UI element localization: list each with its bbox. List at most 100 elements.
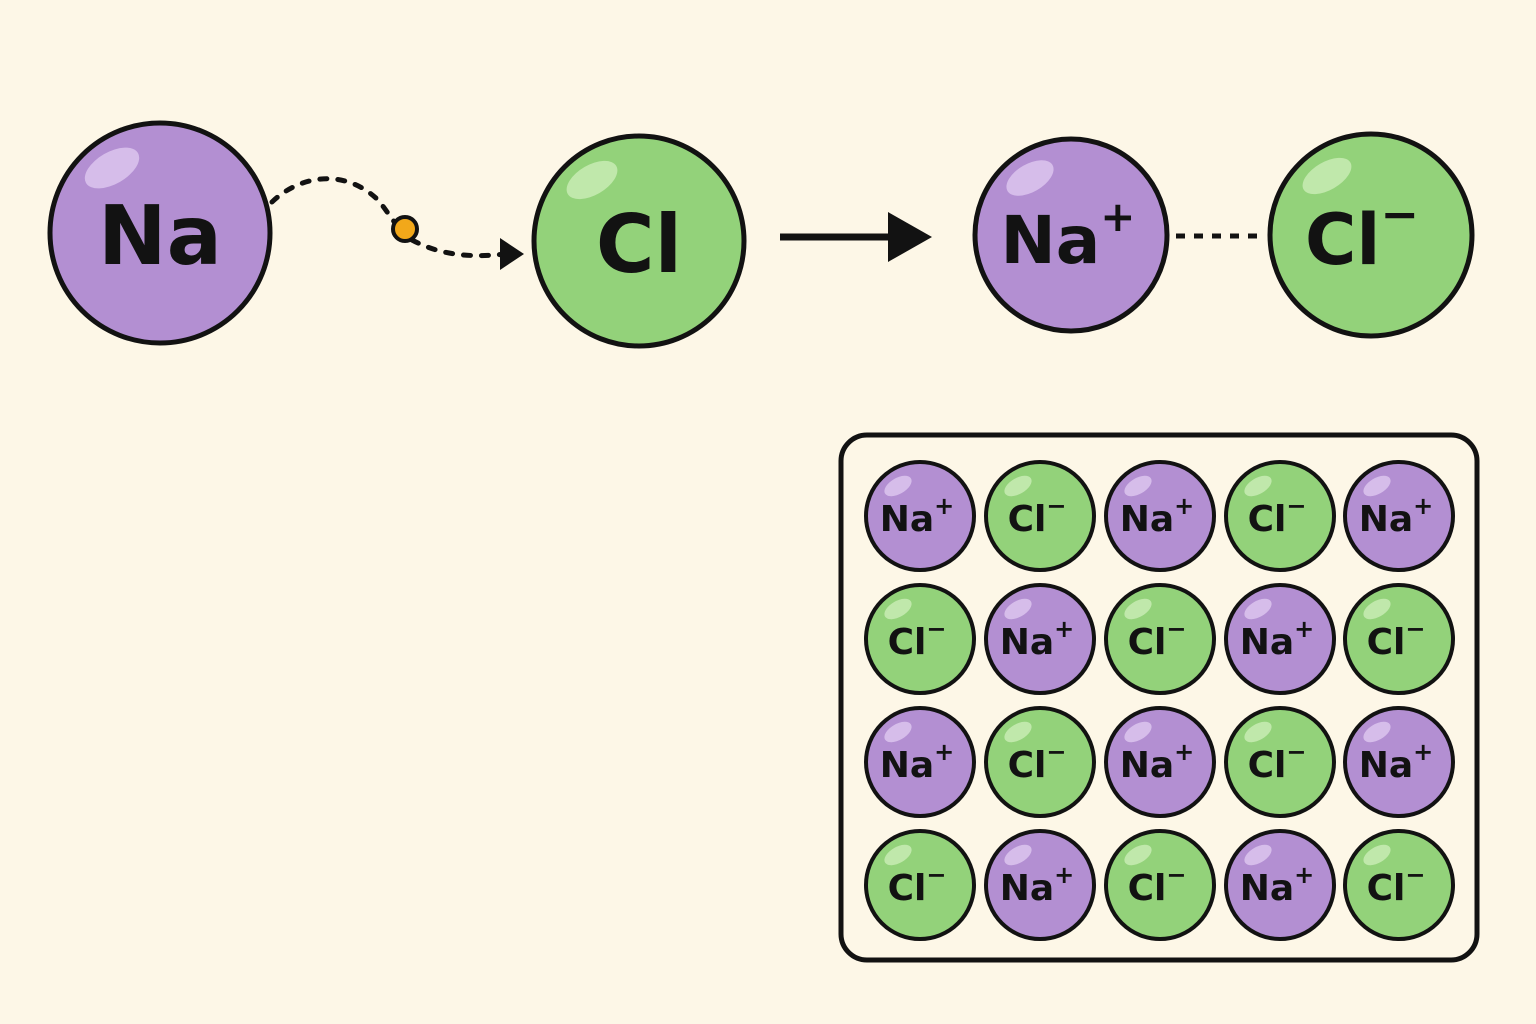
lattice-ion-label: Na+ — [1000, 861, 1075, 909]
electron-transfer-arrowhead — [500, 238, 524, 270]
lattice-ion-shine — [1124, 475, 1152, 497]
lattice-ion-shine — [1244, 721, 1272, 743]
chloride-ion: Cl− — [1267, 131, 1475, 339]
crystal-lattice-grid: Na+Cl−Na+Cl−Na+Cl−Na+Cl−Na+Cl−Na+Cl−Na+C… — [864, 460, 1455, 941]
lattice-ion-label: Cl− — [888, 861, 947, 909]
sodium-ion: Na+ — [972, 136, 1170, 334]
lattice-ion-symbol: Cl — [888, 622, 927, 663]
lattice-ion-label: Na+ — [1359, 492, 1434, 540]
crystal-lattice-panel — [838, 432, 1480, 963]
chloride-ion-symbol: Cl− — [1305, 187, 1419, 281]
lattice-ion-label: Na+ — [1120, 738, 1195, 786]
lattice-ion-shine — [1004, 598, 1032, 620]
lattice-ion-shine — [884, 475, 912, 497]
lattice-ion-symbol: Na — [1000, 868, 1054, 909]
lattice-ion-symbol: Na — [880, 745, 934, 786]
lattice-ion-charge: + — [1294, 615, 1314, 643]
lattice-ion-symbol: Cl — [1008, 745, 1047, 786]
lattice-ion-symbol: Na — [1120, 499, 1174, 540]
lattice-ion-chloride: Cl− — [984, 706, 1096, 818]
lattice-ion-charge: − — [1166, 615, 1186, 643]
lattice-ion-symbol: Na — [1000, 622, 1054, 663]
lattice-ion-label: Cl− — [1367, 615, 1426, 663]
lattice-ion-charge: − — [1046, 492, 1066, 520]
lattice-ion-label: Cl− — [1248, 492, 1307, 540]
lattice-ion-shine — [1124, 721, 1152, 743]
lattice-ion-symbol: Na — [880, 499, 934, 540]
lattice-ion-symbol: Na — [1240, 868, 1294, 909]
lattice-ion-charge: + — [1054, 615, 1074, 643]
lattice-ion-shine — [1004, 721, 1032, 743]
lattice-ion-label: Cl− — [1367, 861, 1426, 909]
sodium-ion-charge: + — [1100, 192, 1135, 241]
chlorine-atom: Cl — [531, 133, 747, 349]
lattice-ion-charge: − — [926, 861, 946, 889]
lattice-ion-sodium: Na+ — [864, 706, 976, 818]
lattice-ion-sodium: Na+ — [864, 460, 976, 572]
lattice-ion-sodium: Na+ — [984, 829, 1096, 941]
lattice-ion-chloride: Cl− — [1343, 829, 1455, 941]
lattice-ion-chloride: Cl− — [1343, 583, 1455, 695]
lattice-ion-label: Cl− — [1248, 738, 1307, 786]
lattice-ion-shine — [884, 721, 912, 743]
lattice-ion-label: Cl− — [1128, 861, 1187, 909]
lattice-ion-charge: + — [934, 738, 954, 766]
lattice-ion-shine — [1124, 598, 1152, 620]
lattice-ion-sodium: Na+ — [1343, 460, 1455, 572]
lattice-ion-chloride: Cl− — [1104, 829, 1216, 941]
reaction-arrow-icon — [888, 212, 932, 262]
lattice-ion-symbol: Cl — [1248, 745, 1287, 786]
lattice-ion-label: Na+ — [1120, 492, 1195, 540]
lattice-ion-shine — [1124, 844, 1152, 866]
lattice-ion-chloride: Cl− — [1224, 706, 1336, 818]
lattice-ion-chloride: Cl− — [864, 583, 976, 695]
lattice-ion-charge: − — [1166, 861, 1186, 889]
lattice-ion-charge: − — [1405, 861, 1425, 889]
lattice-ion-charge: + — [1174, 738, 1194, 766]
lattice-ion-shine — [884, 598, 912, 620]
lattice-ion-charge: − — [1046, 738, 1066, 766]
lattice-ion-symbol: Cl — [1128, 868, 1167, 909]
lattice-ion-charge: − — [926, 615, 946, 643]
lattice-ion-label: Cl− — [888, 615, 947, 663]
lattice-ion-symbol: Cl — [1367, 868, 1406, 909]
lattice-ion-shine — [1244, 844, 1272, 866]
lattice-ion-label: Na+ — [1000, 615, 1075, 663]
lattice-ion-chloride: Cl− — [1224, 460, 1336, 572]
lattice-ion-shine — [1244, 475, 1272, 497]
lattice-ion-chloride: Cl− — [864, 829, 976, 941]
lattice-ion-charge: + — [1054, 861, 1074, 889]
lattice-ion-label: Na+ — [1359, 738, 1434, 786]
lattice-ion-sodium: Na+ — [1104, 706, 1216, 818]
lattice-ion-label: Cl− — [1008, 492, 1067, 540]
electron-dot-icon — [391, 215, 419, 243]
lattice-ion-shine — [1363, 844, 1391, 866]
lattice-ion-sodium: Na+ — [1224, 583, 1336, 695]
lattice-ion-label: Cl− — [1128, 615, 1187, 663]
lattice-ion-sodium: Na+ — [1224, 829, 1336, 941]
lattice-ion-charge: + — [1174, 492, 1194, 520]
lattice-ion-symbol: Na — [1359, 745, 1413, 786]
chlorine-symbol: Cl — [596, 198, 682, 291]
sodium-ion-symbol: Na+ — [1001, 192, 1136, 279]
lattice-ion-label: Na+ — [880, 492, 955, 540]
lattice-ion-chloride: Cl− — [1104, 583, 1216, 695]
lattice-ion-charge: − — [1405, 615, 1425, 643]
lattice-ion-symbol: Cl — [1008, 499, 1047, 540]
lattice-ion-label: Na+ — [880, 738, 955, 786]
lattice-ion-symbol: Na — [1120, 745, 1174, 786]
lattice-ion-symbol: Cl — [1367, 622, 1406, 663]
lattice-ion-sodium: Na+ — [984, 583, 1096, 695]
lattice-ion-symbol: Na — [1359, 499, 1413, 540]
lattice-ion-chloride: Cl− — [984, 460, 1096, 572]
lattice-ion-charge: + — [1413, 738, 1433, 766]
lattice-ion-shine — [884, 844, 912, 866]
lattice-ion-symbol: Cl — [1128, 622, 1167, 663]
lattice-ion-charge: − — [1286, 492, 1306, 520]
lattice-ion-charge: + — [1294, 861, 1314, 889]
lattice-ion-sodium: Na+ — [1104, 460, 1216, 572]
lattice-ion-symbol: Na — [1240, 622, 1294, 663]
lattice-ion-shine — [1004, 475, 1032, 497]
lattice-ion-shine — [1363, 598, 1391, 620]
lattice-ion-charge: + — [934, 492, 954, 520]
